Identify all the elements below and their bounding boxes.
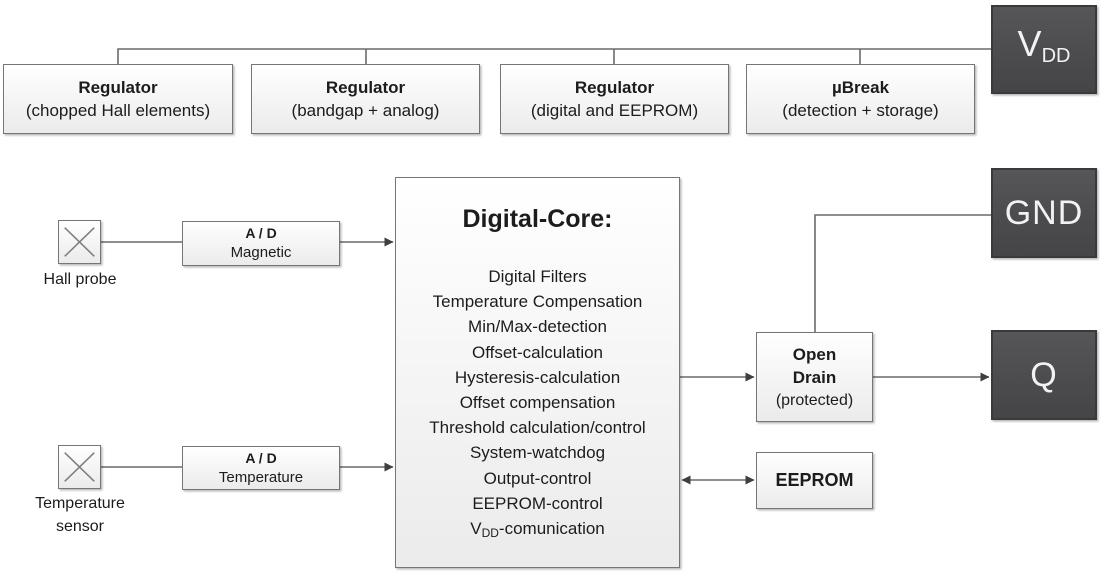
gnd-pin: GND: [991, 168, 1097, 258]
gnd-pin-label: GND: [1004, 193, 1084, 232]
eeprom-label: EEPROM: [775, 470, 854, 490]
vdd-bus-line: [117, 48, 991, 64]
temperature-sensor-symbol: [58, 445, 101, 489]
hall-probe-symbol: [58, 220, 101, 264]
digital-core-box: Digital-Core: Digital Filters Temperatur…: [395, 177, 680, 568]
vdd-fn-post: -comunication: [498, 519, 605, 539]
open-drain-box: Open Drain (protected): [756, 332, 873, 422]
temperature-sensor-label-line2: sensor: [55, 518, 105, 535]
adc-magnetic-subtitle: Magnetic: [230, 244, 292, 261]
adc-temperature-title: A / D: [245, 449, 277, 466]
regulator-bandgap-title: Regulator: [325, 78, 406, 97]
core-function: Temperature Compensation: [432, 292, 643, 312]
vdd-pin: VDD: [991, 5, 1097, 94]
adc-temperature-box: A / D Temperature: [182, 446, 340, 490]
sensor-cross-icon: [64, 452, 95, 482]
vdd-pin-main-text: V: [1017, 22, 1042, 64]
adc-magnetic-box: A / D Magnetic: [182, 221, 340, 266]
ubreak-title: µBreak: [831, 78, 890, 97]
core-function: System-watchdog: [469, 443, 606, 463]
core-function: Offset-calculation: [471, 342, 604, 362]
adc-magnetic-title: A / D: [245, 225, 277, 241]
core-function: Hysteresis-calculation: [454, 367, 621, 387]
eeprom-box: EEPROM: [756, 452, 873, 509]
temperature-sensor-label-line1: Temperature: [35, 495, 125, 512]
regulator-digital-title: Regulator: [574, 78, 655, 97]
open-drain-line3: (protected): [775, 391, 854, 409]
vdd-fn-subscript: DD: [481, 526, 499, 541]
regulator-bandgap-subtitle: (bandgap + analog): [291, 101, 440, 120]
regulator-hall-box: Regulator (chopped Hall elements): [3, 64, 233, 134]
ubreak-box: µBreak (detection + storage): [746, 64, 975, 134]
q-pin: Q: [991, 330, 1097, 420]
core-function-vdd-communication: VDD-comunication: [429, 516, 645, 546]
digital-core-function-list: Digital Filters Temperature Compensation…: [429, 264, 645, 546]
vdd-fn-pre: V: [470, 519, 482, 539]
vdd-pin-label: VDD: [1017, 22, 1071, 74]
core-function: Output-control: [483, 468, 592, 488]
q-pin-label: Q: [1030, 355, 1058, 394]
open-drain-line2: Drain: [792, 367, 837, 387]
adc-temperature-subtitle: Temperature: [218, 468, 304, 486]
core-function: Digital Filters: [488, 267, 587, 286]
opendrain-to-gnd-line: [814, 214, 991, 332]
regulator-bandgap-box: Regulator (bandgap + analog): [251, 64, 480, 134]
temperature-sensor-label: Temperature sensor: [14, 492, 146, 538]
core-function: Threshold calculation/control: [429, 418, 646, 438]
regulator-digital-subtitle: (digital and EEPROM): [530, 101, 699, 120]
hall-probe-label: Hall probe: [43, 271, 117, 288]
regulator-hall-subtitle: (chopped Hall elements): [25, 101, 211, 120]
ubreak-subtitle: (detection + storage): [782, 101, 939, 120]
vdd-pin-subscript: DD: [1041, 44, 1071, 67]
regulator-hall-title: Regulator: [78, 78, 158, 97]
open-drain-line1: Open: [792, 344, 837, 364]
digital-core-title: Digital-Core:: [462, 205, 613, 233]
regulator-digital-box: Regulator (digital and EEPROM): [500, 64, 729, 134]
core-function: EEPROM-control: [472, 493, 603, 513]
core-function: Offset compensation: [459, 393, 616, 413]
core-function: Min/Max-detection: [468, 317, 607, 337]
sensor-cross-icon: [64, 227, 95, 257]
